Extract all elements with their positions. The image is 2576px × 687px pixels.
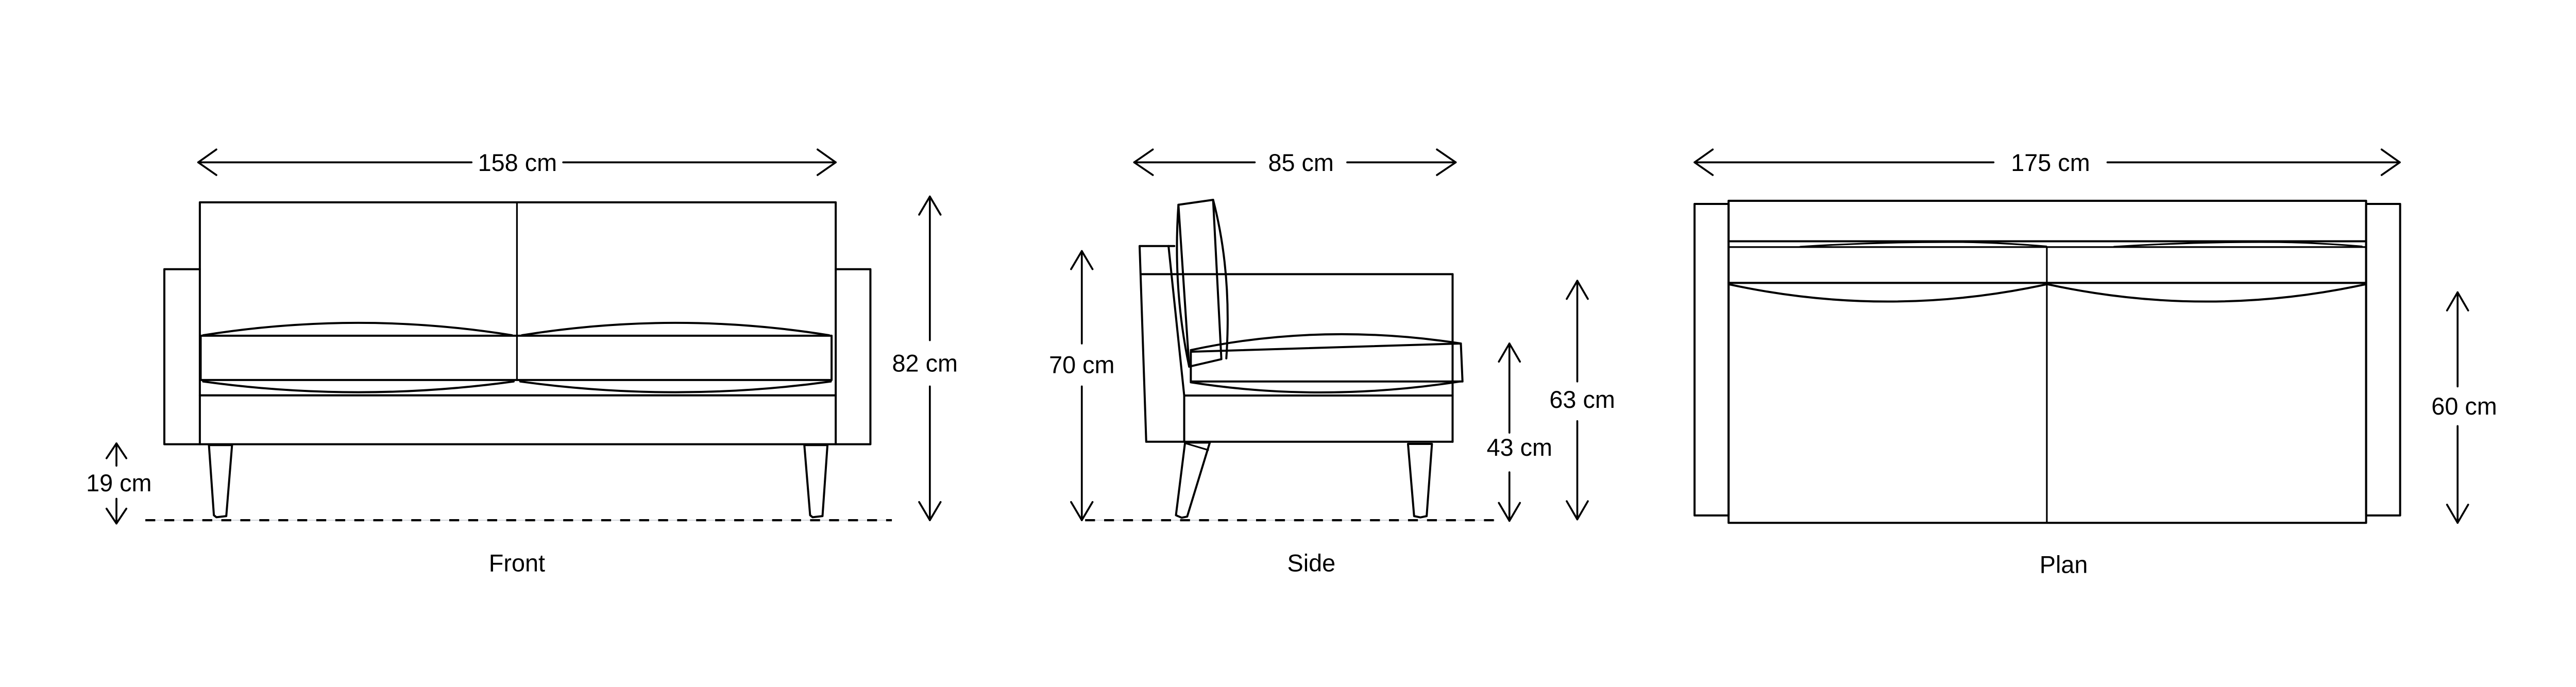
arrow-down-icon (918, 501, 942, 521)
front-view: 158 cm (86, 148, 958, 577)
plan-seat-depth-dimension: 60 cm (2431, 291, 2497, 524)
front-left-leg (208, 444, 233, 519)
front-width-dimension: 158 cm (197, 148, 837, 176)
front-right-leg (803, 444, 829, 519)
arrow-left-icon (197, 148, 217, 176)
arrow-up-icon (1498, 342, 1521, 363)
arrow-down-icon (2446, 504, 2469, 524)
front-height-label: 82 cm (892, 350, 958, 377)
arrow-down-icon (105, 507, 128, 525)
arrow-up-icon (105, 442, 128, 459)
front-height-dimension: 82 cm (892, 195, 958, 521)
front-sofa-outline (163, 201, 872, 519)
side-view: 85 cm (1049, 148, 1615, 577)
side-back-height-label: 70 cm (1049, 352, 1114, 379)
side-rear-leg (1175, 441, 1211, 519)
front-leg-height-label: 19 cm (86, 470, 151, 496)
plan-sofa-outline (1693, 199, 2401, 524)
side-depth-dimension: 85 cm (1133, 148, 1457, 176)
side-arm-height-dimension: 63 cm (1549, 280, 1615, 521)
plan-view-label: Plan (2040, 552, 2088, 578)
arrow-up-icon (918, 195, 942, 216)
front-leg-height-dimension: 19 cm (86, 442, 152, 525)
side-front-leg (1406, 442, 1433, 519)
side-view-label: Side (1287, 550, 1336, 577)
arrow-left-icon (1693, 148, 1714, 176)
arrow-right-icon (2380, 148, 2401, 176)
arrow-down-icon (1070, 501, 1094, 521)
side-depth-label: 85 cm (1268, 149, 1333, 176)
side-seat-height-label: 43 cm (1487, 434, 1552, 461)
plan-view: 175 cm 60 cm Plan (1693, 148, 2497, 578)
front-width-label: 158 cm (478, 149, 557, 176)
plan-width-label: 175 cm (2011, 149, 2090, 176)
front-view-label: Front (489, 550, 545, 577)
arrow-down-icon (1498, 502, 1521, 522)
side-seat-height-dimension: 43 cm (1487, 342, 1552, 522)
side-arm-height-label: 63 cm (1549, 386, 1615, 413)
plan-width-dimension: 175 cm (1693, 148, 2401, 176)
arrow-up-icon (2446, 291, 2469, 312)
arrow-right-icon (817, 148, 837, 176)
arrow-up-icon (1566, 280, 1589, 300)
arrow-left-icon (1133, 148, 1154, 176)
arrow-down-icon (1566, 500, 1589, 521)
arrow-up-icon (1070, 250, 1094, 270)
arrow-right-icon (1436, 148, 1457, 176)
side-back-height-dimension: 70 cm (1049, 250, 1114, 521)
side-sofa-outline (1138, 199, 1464, 519)
plan-seat-depth-label: 60 cm (2431, 393, 2497, 420)
